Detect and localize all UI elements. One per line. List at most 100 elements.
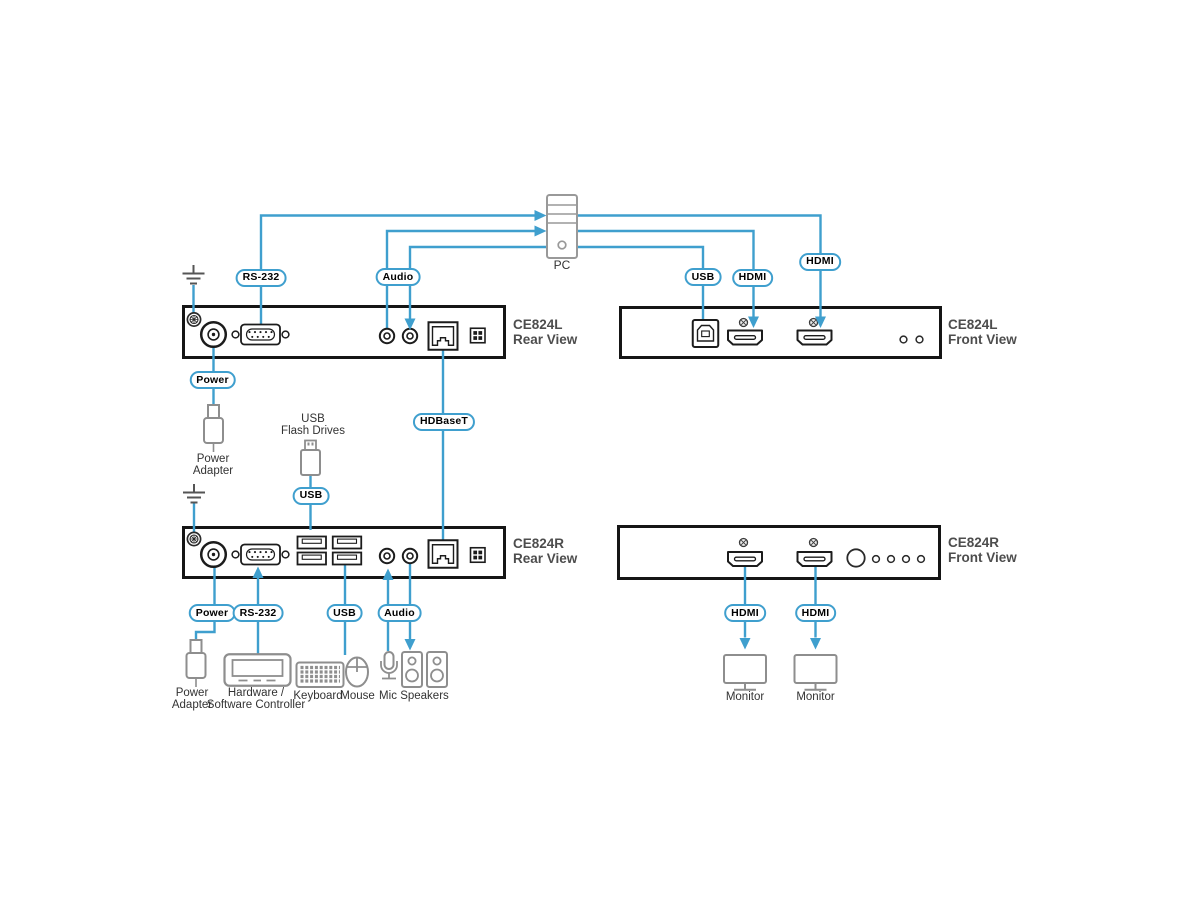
power-jack-port (199, 540, 228, 569)
usb-flash-drives-label: USB Flash Drives (281, 413, 345, 437)
label-line: Power (175, 687, 209, 699)
hdbaset-label-pill: HDBaseT (412, 412, 476, 431)
push-button (846, 548, 866, 568)
led-indicator (899, 335, 908, 344)
hdmi-port (727, 551, 763, 567)
keyboard-label: Keyboard (293, 690, 343, 702)
hdmi-label-pill: HDMI (731, 268, 774, 287)
monitor-label: Monitor (796, 691, 835, 703)
hdmi-port (796, 329, 833, 346)
monitor-icon (723, 654, 767, 691)
power-label-pill: Power (188, 604, 236, 622)
hdmi-label-pill: HDMI (799, 252, 841, 271)
device-view: Front View (948, 332, 1017, 347)
power-jack-port (199, 320, 228, 349)
arrow-into-hdmi-port (815, 316, 826, 328)
device-name: CE824L (513, 317, 563, 332)
controller-icon (223, 653, 292, 687)
screw-icon (738, 317, 749, 328)
power-label-pill: Power (189, 371, 236, 389)
mouse-icon (345, 656, 369, 688)
wire-pc-to-usb-b (577, 245, 705, 322)
dip-switch (469, 327, 486, 344)
arrow-to-monitor (810, 638, 821, 650)
rs232-label-pill: RS-232 (232, 604, 284, 622)
hdmi-label-pill: HDMI (724, 604, 766, 622)
monitor-icon (793, 654, 838, 691)
ground-symbol-icon (181, 264, 206, 285)
label-line: Adapter (171, 698, 213, 711)
label-line: Power (196, 453, 230, 465)
audio-jack-port (401, 547, 419, 565)
wire-audio-to-pc (385, 229, 535, 330)
controller-label: Hardware / Software Controller (206, 687, 306, 711)
mouse-label: Mouse (340, 690, 375, 702)
device-view: Rear View (513, 332, 578, 347)
wire-power-bottom (194, 558, 216, 642)
screw-icon (738, 537, 749, 548)
usb-a-port (296, 551, 327, 566)
audio-label-pill: Audio (377, 604, 422, 622)
usb-label-pill: USB (326, 604, 363, 622)
dip-switch (469, 546, 486, 564)
usb-a-port (331, 551, 363, 566)
speaker-icon (401, 651, 423, 688)
usb-a-port (331, 535, 363, 550)
audio-jack-port (378, 547, 396, 565)
arrow-into-hdmi-port (748, 316, 759, 328)
wire-arrowheads (252, 210, 826, 651)
peripheral-icons (181, 264, 838, 691)
wire-pc-to-audio (408, 245, 546, 319)
arrow-into-audio-port (382, 568, 394, 580)
usb-label-pill: USB (292, 486, 330, 505)
device-view: Front View (948, 550, 1017, 565)
audio-label-pill: Audio (375, 268, 421, 286)
usb-b-port (691, 319, 720, 348)
led-indicator (901, 554, 911, 564)
label-line: Software Controller (206, 698, 306, 711)
audio-jack-port (401, 327, 419, 345)
mic-label: Mic (379, 690, 397, 702)
arrow-to-monitor (739, 638, 751, 650)
ce824l-rear-label: CE824L Rear View (513, 317, 577, 347)
pc-label: PC (553, 258, 571, 272)
rj45-port (427, 321, 459, 351)
arrow-into-pc (534, 210, 547, 221)
label-line: USB (301, 413, 325, 425)
arrow-into-rs232-port (252, 566, 264, 578)
grounding-screw-icon (186, 531, 202, 547)
device-name: CE824R (513, 536, 565, 551)
ce824l-front-panel (619, 306, 942, 359)
hdmi-port (727, 329, 763, 346)
usb-flash-drive-icon (300, 439, 321, 476)
wire-pc-to-hdmi-1 (577, 229, 755, 317)
wire-pc-to-hdmi-2 (577, 214, 822, 317)
pc-tower-icon (546, 194, 578, 259)
keyboard-icon (295, 661, 345, 688)
hdmi-label-pill: HDMI (794, 604, 837, 622)
device-view: Rear View (513, 551, 578, 566)
power-adapter-label: Power Adapter (171, 687, 213, 711)
led-indicator (915, 335, 924, 344)
label-line: Adapter (192, 464, 234, 477)
device-name: CE824R (948, 535, 1000, 550)
power-adapter-label: Power Adapter (192, 453, 234, 477)
rj45-port (427, 539, 459, 569)
db9-serial-port (231, 323, 290, 346)
arrow-to-speakers (404, 639, 416, 651)
label-line: Hardware / (227, 687, 285, 699)
screw-icon (808, 317, 819, 328)
speaker-icon (426, 651, 448, 688)
led-indicator (871, 554, 881, 564)
grounding-screw-icon (186, 312, 202, 327)
label-line: Flash Drives (281, 424, 345, 437)
device-name: CE824L (948, 317, 998, 332)
arrow-into-audio-port (404, 318, 416, 330)
hdmi-port (796, 551, 833, 567)
usb-label-pill: USB (684, 268, 722, 286)
led-indicator (886, 554, 896, 564)
led-indicator (916, 554, 926, 564)
monitor-label: Monitor (725, 691, 765, 703)
